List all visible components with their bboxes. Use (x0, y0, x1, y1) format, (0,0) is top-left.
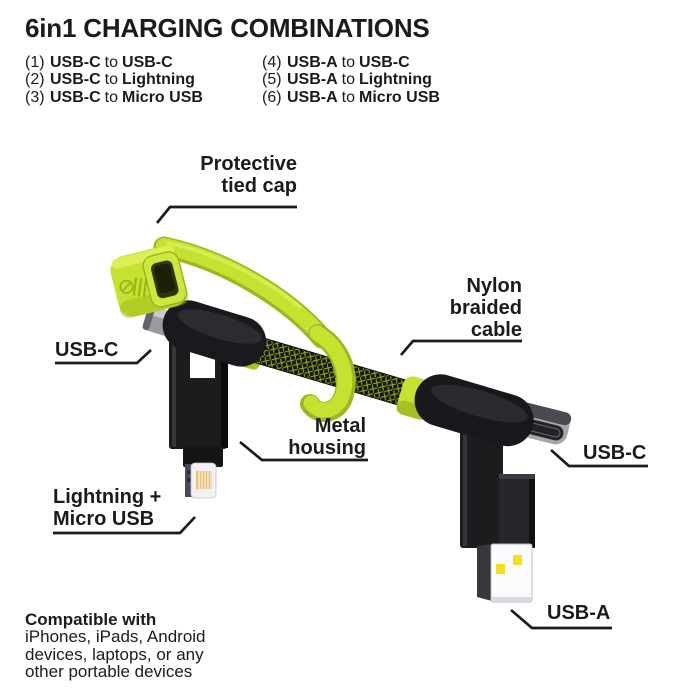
combo-number: (3) (25, 88, 45, 106)
combo-from: USB-C (50, 71, 101, 89)
combo-from: USB-A (287, 54, 338, 71)
label-protective-cap: Protective tied cap (200, 153, 297, 197)
combo-conjunction: to (104, 71, 119, 89)
label-usba: USB-A (547, 602, 611, 624)
combo-number: (5) (262, 71, 282, 89)
label-usbc-right: USB-C (583, 442, 647, 464)
combo-to: Micro USB (359, 88, 440, 106)
label-nylon-cable: Nylon braided cable (449, 275, 522, 341)
combo-conjunction: to (104, 88, 119, 106)
label-lightning-micro: Lightning + Micro USB (53, 486, 162, 530)
cable-end-left-graphic (162, 300, 267, 367)
callout-usba (510, 608, 612, 630)
label-usbc-left: USB-C (55, 339, 119, 361)
callout-usbc-right (550, 448, 648, 468)
combo-conjunction: to (341, 54, 356, 71)
compatibility-note: Compatible with iPhones, iPads, Android … (25, 611, 206, 681)
label-metal-housing: Metal housing (288, 415, 366, 459)
callout-lightning (53, 516, 196, 535)
strap-graphic (153, 236, 356, 422)
combo-conjunction: to (104, 54, 119, 71)
cable-end-right-graphic (414, 374, 534, 447)
combo-to: USB-C (359, 54, 410, 71)
combo-number: (6) (262, 88, 282, 106)
protective-cap-graphic (110, 245, 189, 318)
compatibility-line: devices, laptops, or any (25, 644, 204, 664)
callout-nylon (399, 339, 522, 356)
combo-number: (1) (25, 54, 45, 71)
combo-from: USB-A (287, 88, 338, 106)
combo-from: USB-C (50, 88, 101, 106)
combo-conjunction: to (341, 71, 356, 89)
callout-cap (155, 205, 297, 224)
callout-usbc-left (55, 349, 152, 365)
combo-to: USB-C (122, 54, 173, 71)
combo-from: USB-C (50, 54, 101, 71)
compatibility-line: other portable devices (25, 662, 193, 682)
combo-to: Lightning (359, 71, 432, 89)
lightning-plug-graphic (185, 462, 217, 499)
combo-number: (2) (25, 71, 45, 89)
combo-to: Micro USB (122, 88, 203, 106)
cap-logo-icon (119, 277, 148, 298)
usba-plug-graphic (477, 543, 533, 603)
combo-number: (4) (262, 54, 282, 71)
combo-to: Lightning (122, 71, 195, 89)
page-title: 6in1 CHARGING COMBINATIONS (25, 13, 430, 43)
compatibility-line: iPhones, iPads, Android (25, 627, 206, 647)
combo-conjunction: to (341, 88, 356, 106)
compatibility-heading: Compatible with (25, 610, 157, 629)
combo-from: USB-A (287, 71, 338, 89)
callout-lines (53, 205, 648, 630)
callout-metal (239, 440, 368, 462)
